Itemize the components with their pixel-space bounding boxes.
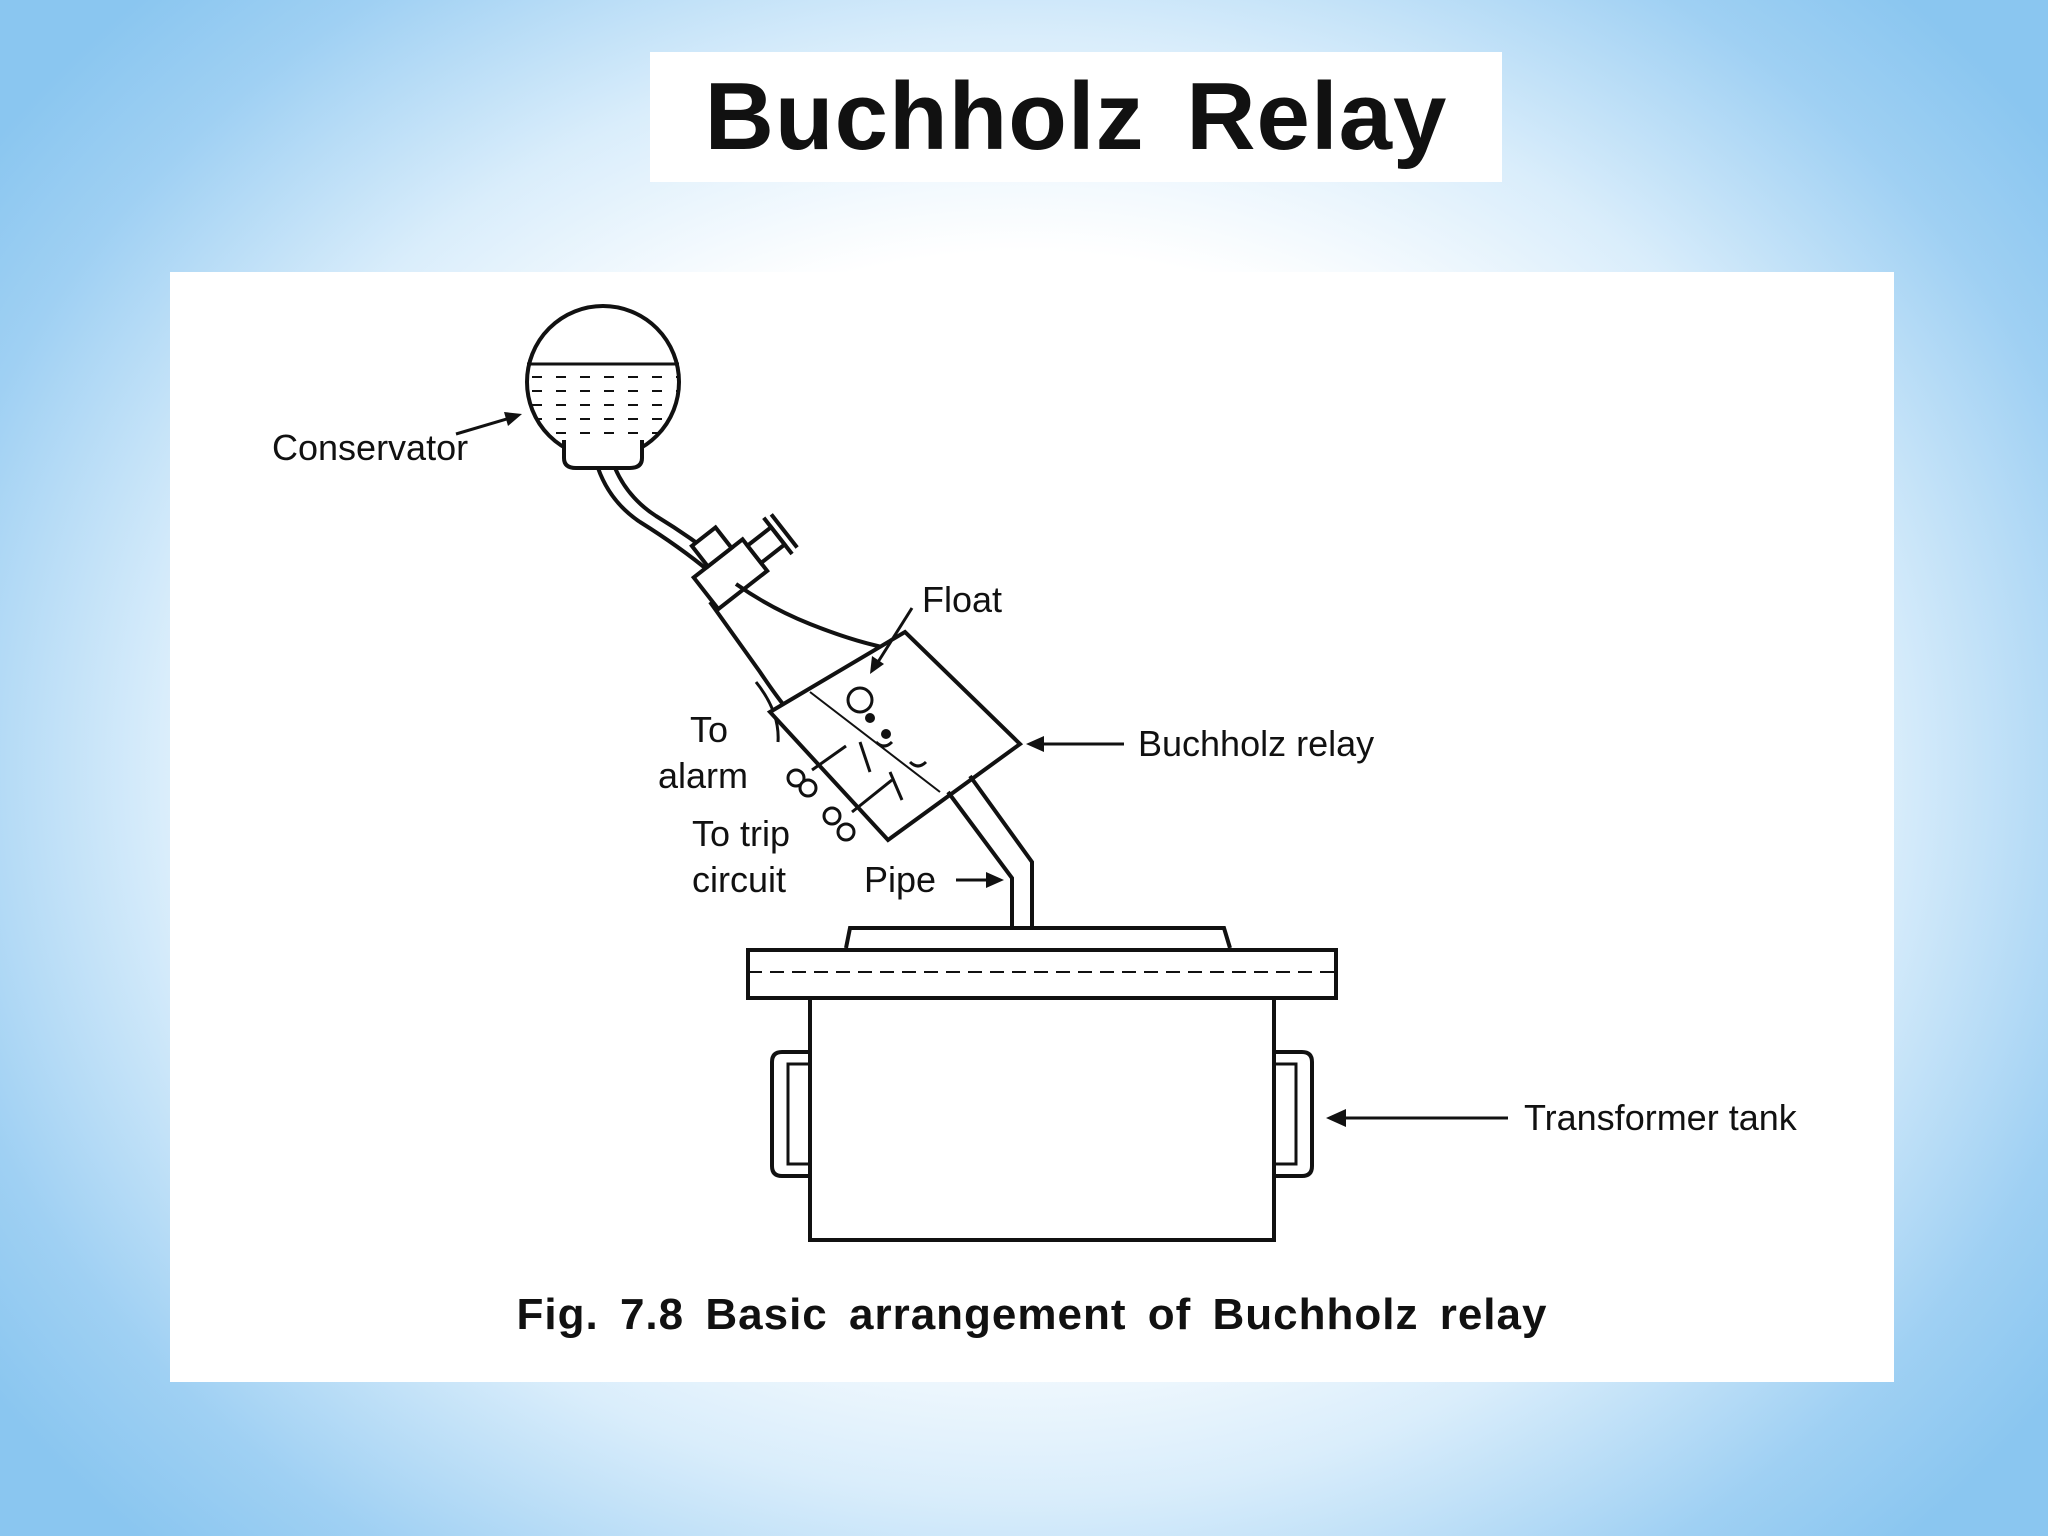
figure-caption: Fig. 7.8 Basic arrangement of Buchholz r… <box>516 1290 1548 1339</box>
float-element <box>846 686 874 714</box>
figure-panel: Conservator Float Buchholz relay To alar… <box>170 272 1894 1382</box>
float-arrow <box>870 607 914 674</box>
buchholz-relay-housing <box>766 629 1024 843</box>
valve <box>689 513 799 612</box>
alarm-terminal <box>786 768 806 788</box>
conservator-arrow <box>455 412 522 436</box>
to-alarm-label-line2: alarm <box>658 755 748 796</box>
buchholz-relay-arrow <box>1026 736 1124 752</box>
buchholz-relay-label: Buchholz relay <box>1138 723 1374 764</box>
transformer-tank <box>746 926 1338 1242</box>
transformer-tank-label: Transformer tank <box>1524 1097 1798 1138</box>
pipe-arrow <box>956 872 1004 888</box>
slide-title: Buchholz Relay <box>704 63 1448 170</box>
transformer-tank-arrow <box>1326 1109 1508 1127</box>
title-box: Buchholz Relay <box>650 52 1502 182</box>
pipe-label: Pipe <box>864 859 936 900</box>
float-label: Float <box>922 579 1002 620</box>
relay-to-tank-pipe <box>946 774 1034 928</box>
to-trip-label-line1: To trip <box>692 813 790 854</box>
to-trip-label-line2: circuit <box>692 859 786 900</box>
buchholz-diagram: Conservator Float Buchholz relay To alar… <box>272 304 1798 1242</box>
conservator-label: Conservator <box>272 427 468 468</box>
trip-terminal <box>822 806 842 826</box>
conservator-vessel <box>525 304 681 470</box>
to-alarm-label-line1: To <box>690 709 728 750</box>
